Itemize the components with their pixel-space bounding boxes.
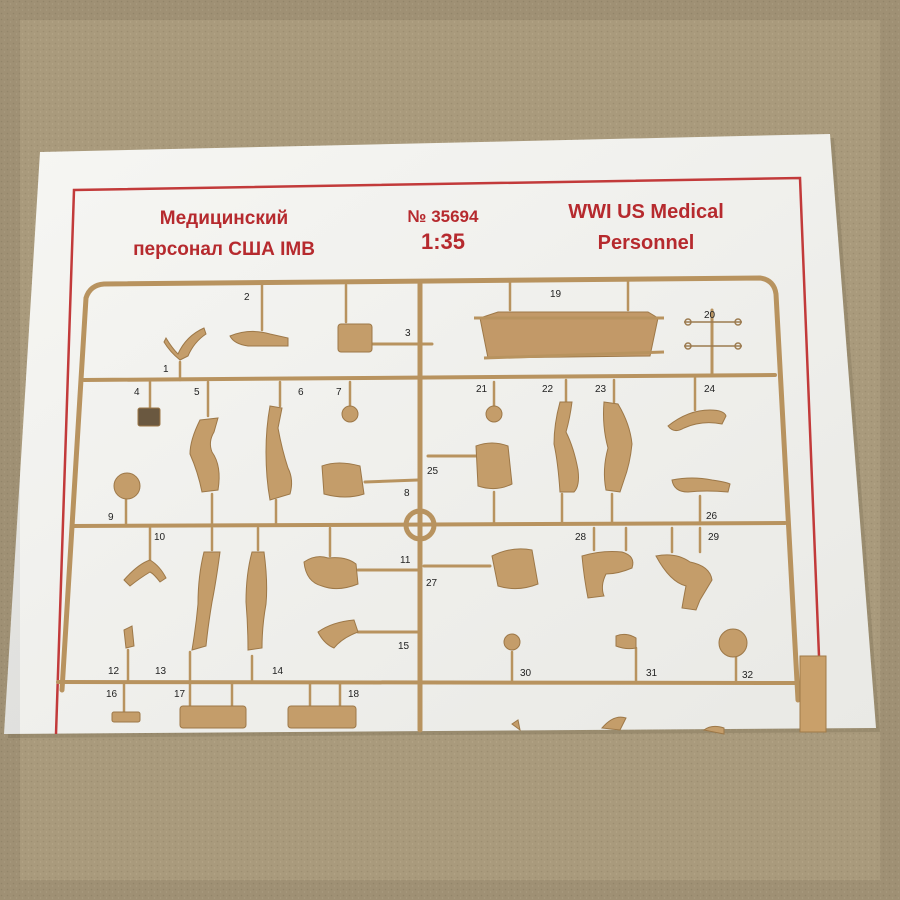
part-number: 23 <box>595 384 607 395</box>
title-ru-line2: персонал США IMB <box>133 239 315 260</box>
part-16-base <box>111 711 141 723</box>
part-number: 9 <box>108 512 114 523</box>
part-number: 29 <box>708 532 720 543</box>
part-15-hand <box>317 619 359 649</box>
part-17-base <box>179 705 247 729</box>
part-number: 2 <box>244 292 250 303</box>
part-number: 19 <box>550 289 562 300</box>
part-31-hand <box>615 633 637 650</box>
part-number: 21 <box>476 384 488 395</box>
part-23-leg <box>603 401 633 493</box>
part-number: 18 <box>348 689 360 700</box>
part-number: 20 <box>704 310 716 321</box>
part-number: 27 <box>426 578 438 589</box>
title-ru-line1: Медицинский <box>160 208 288 229</box>
part-24-arm <box>667 409 727 432</box>
part-number: 22 <box>542 384 554 395</box>
part-26-arm <box>671 477 731 493</box>
part-number: 31 <box>646 668 658 679</box>
part-number: 8 <box>404 488 410 499</box>
part-number: 25 <box>427 466 439 477</box>
part-number: 30 <box>520 668 532 679</box>
part-number: 3 <box>405 328 411 339</box>
part-edge-bits <box>511 716 725 735</box>
part-number: 28 <box>575 532 587 543</box>
part-9-helmet <box>113 472 141 500</box>
part-number: 17 <box>174 689 186 700</box>
part-4-box <box>137 407 161 427</box>
part-14-leg <box>245 551 268 651</box>
part-number: 7 <box>336 387 342 398</box>
red-border-frame <box>54 176 824 735</box>
title-en-line1: WWI US Medical <box>568 201 724 223</box>
part-22-leg <box>553 401 579 493</box>
part-32-helmet <box>718 628 748 658</box>
part-number: 13 <box>155 666 167 677</box>
part-11-torso <box>303 556 359 590</box>
part-21-head <box>485 405 503 423</box>
sheet-edge-tab <box>799 655 827 733</box>
part-28-leg <box>581 551 634 599</box>
part-10-arms <box>123 559 167 587</box>
part-number: 32 <box>742 670 754 681</box>
sprue-frame <box>56 275 801 733</box>
part-8-torso <box>321 462 365 498</box>
part-number-labels: 1 2 3 4 5 6 7 8 9 10 11 12 13 14 15 16 1… <box>106 289 754 700</box>
part-2-arm <box>229 330 289 347</box>
sprue-center-ring <box>403 508 437 542</box>
part-number: 11 <box>400 555 411 566</box>
part-18-base <box>287 705 357 729</box>
part-5-leg <box>189 417 220 493</box>
part-20-poles <box>684 318 742 350</box>
part-number: 12 <box>108 666 120 677</box>
part-number: 6 <box>298 387 304 398</box>
part-number: 4 <box>134 387 140 398</box>
scale-label: 1:35 <box>421 229 465 254</box>
part-29-leg <box>655 554 713 611</box>
part-number: 1 <box>163 364 169 375</box>
sprue-parts <box>111 311 748 735</box>
part-number: 15 <box>398 641 410 652</box>
part-number: 5 <box>194 387 200 398</box>
part-number: 10 <box>154 532 166 543</box>
title-en-line2: Personnel <box>598 232 695 254</box>
catalog-number: № 35694 <box>408 207 479 226</box>
part-13-leg <box>191 551 221 651</box>
part-30-head <box>503 633 521 651</box>
part-number: 24 <box>704 384 716 395</box>
part-6-leg <box>265 405 293 501</box>
part-25-torso <box>475 442 513 490</box>
part-number: 26 <box>706 511 718 522</box>
part-27-torso <box>491 548 539 590</box>
part-3-pouch <box>337 323 373 353</box>
part-1-arms <box>163 327 207 361</box>
part-7-head <box>341 405 359 423</box>
part-12-small <box>123 625 135 649</box>
part-number: 16 <box>106 689 118 700</box>
part-number: 14 <box>272 666 284 677</box>
